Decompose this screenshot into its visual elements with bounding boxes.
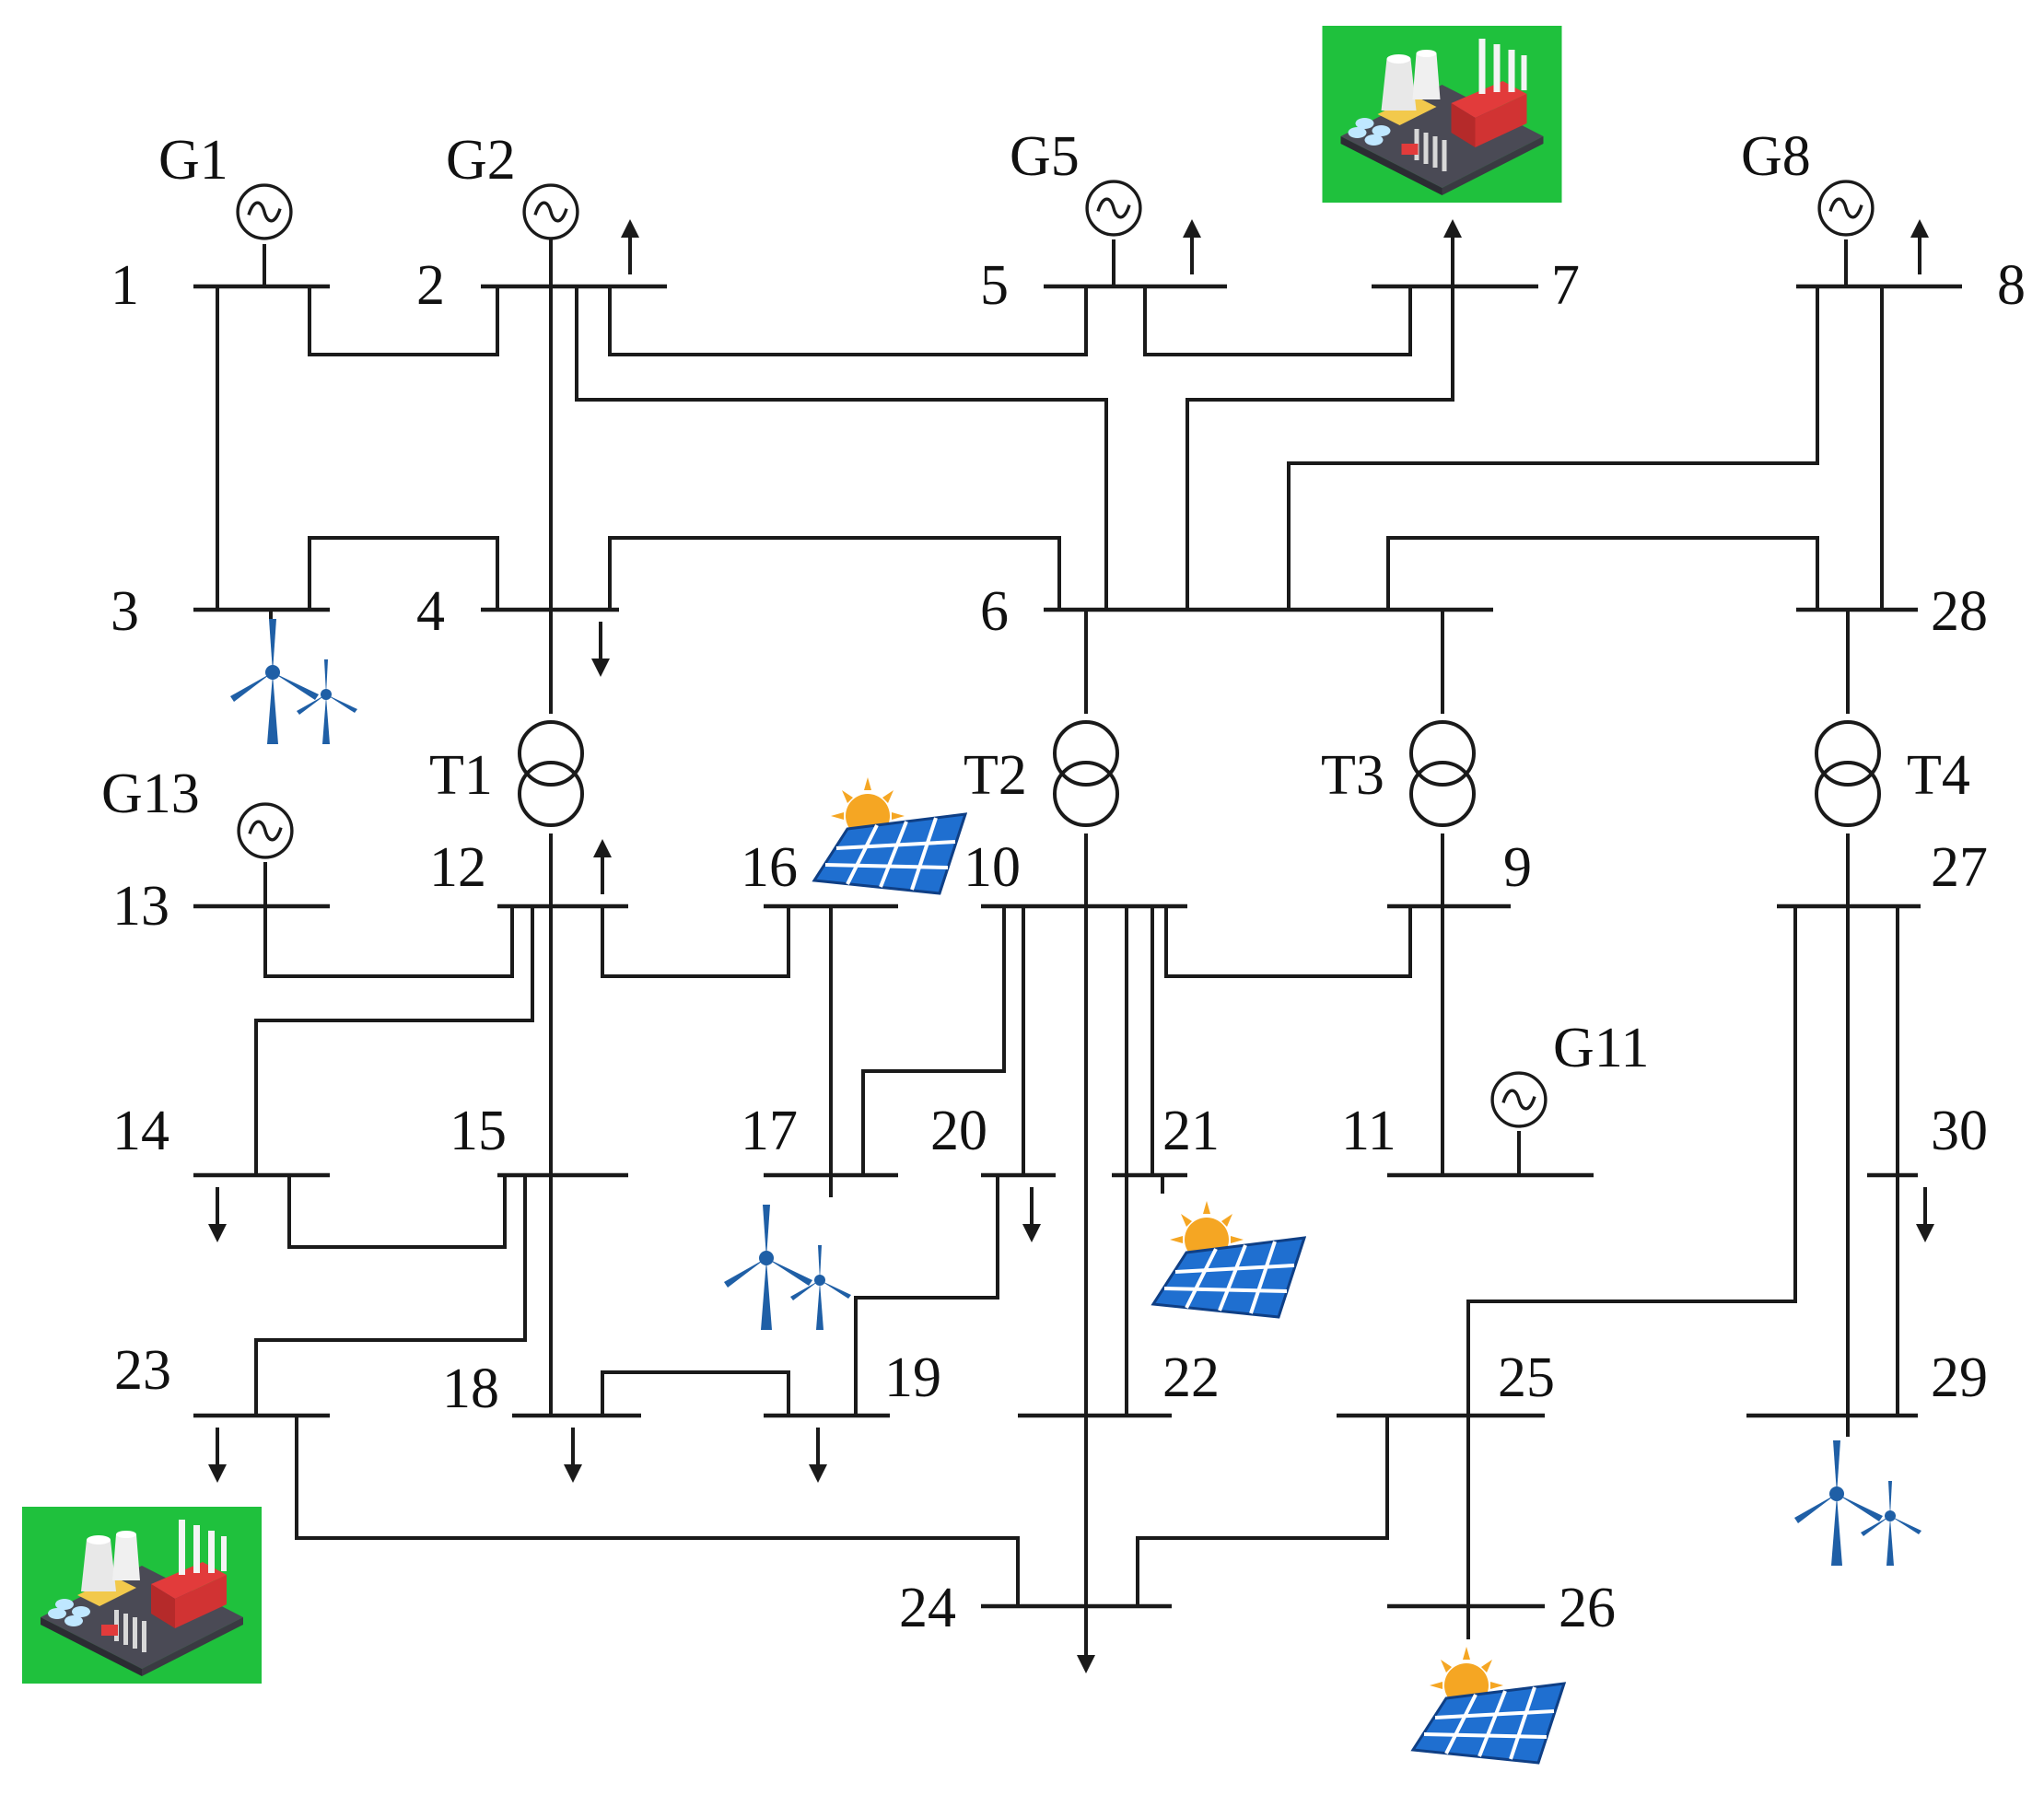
- generator-label-g2: G2: [446, 129, 516, 192]
- load-arrow-20-icon: [1022, 1187, 1041, 1242]
- line-14-15: [287, 1175, 507, 1249]
- generator-label-g11: G11: [1553, 1017, 1649, 1079]
- line-9-10: [1164, 906, 1412, 978]
- bus-label-2: 2: [416, 254, 445, 317]
- wind-turbine-17-icon: [724, 1205, 851, 1330]
- bus-label-9: 9: [1503, 836, 1532, 899]
- line-5-7: [1143, 286, 1412, 356]
- bus-label-12: 12: [429, 836, 486, 899]
- generator-label-g1: G1: [158, 129, 228, 192]
- line-12-16: [601, 906, 790, 978]
- load-arrow-18-icon: [564, 1428, 582, 1483]
- line-10-17: [861, 906, 1006, 1175]
- transformer-label-t4: T4: [1907, 744, 1970, 807]
- bus-label-27: 27: [1931, 836, 1988, 899]
- bus-label-26: 26: [1559, 1577, 1616, 1639]
- bus-label-13: 13: [112, 875, 169, 938]
- load-arrow-2-icon: [621, 219, 639, 274]
- line-2-5: [608, 286, 1088, 356]
- generator-g13-icon: [237, 802, 294, 859]
- load-arrow-24-icon: [1077, 1618, 1095, 1673]
- line-19-20: [854, 1175, 999, 1416]
- line-6-8: [1287, 286, 1819, 610]
- line-18-19: [601, 1370, 790, 1416]
- bus-label-14: 14: [112, 1100, 169, 1162]
- bus-label-28: 28: [1931, 580, 1988, 643]
- generator-g11-icon: [1490, 1071, 1548, 1128]
- generator-g5-icon: [1085, 180, 1142, 237]
- bus-label-15: 15: [450, 1100, 507, 1162]
- thermal-plant-23-icon: [22, 1507, 262, 1684]
- line-1-2: [308, 286, 499, 356]
- generator-label-g8: G8: [1741, 125, 1811, 188]
- line-15-23: [254, 1175, 527, 1416]
- line-12-14: [254, 906, 534, 1175]
- load-arrow-30-icon: [1916, 1187, 1934, 1242]
- bus-label-5: 5: [980, 254, 1009, 317]
- bus-label-3: 3: [111, 580, 139, 643]
- load-arrow-23-icon: [208, 1428, 227, 1483]
- bus-label-1: 1: [111, 254, 139, 317]
- bus-label-4: 4: [416, 580, 445, 643]
- load-arrow-14-icon: [208, 1187, 227, 1242]
- bus-label-7: 7: [1551, 254, 1580, 317]
- load-arrow-4-icon: [591, 622, 610, 677]
- load-arrow-5-icon: [1183, 219, 1201, 274]
- bus-label-25: 25: [1498, 1346, 1555, 1409]
- bus-label-8: 8: [1997, 254, 2026, 317]
- bus-label-18: 18: [442, 1358, 499, 1420]
- thermal-plant-7-icon: [1322, 26, 1562, 203]
- solar-panel-21-icon: [1151, 1199, 1306, 1319]
- wind-turbine-3-icon: [230, 619, 357, 744]
- bus-label-20: 20: [930, 1100, 987, 1162]
- load-arrow-12-icon: [593, 839, 612, 894]
- load-arrow-7-icon: [1443, 219, 1462, 274]
- line-23-24: [295, 1416, 1020, 1606]
- labels: 1 2 3 4 5 6 7 8 9 10 11 12 13 14 15 16 1…: [101, 125, 2026, 1639]
- transformer-t3-icon: [1409, 720, 1476, 827]
- bus-label-17: 17: [741, 1100, 798, 1162]
- generator-label-g13: G13: [101, 763, 200, 825]
- bus-label-19: 19: [884, 1346, 941, 1409]
- line-4-6: [608, 536, 1061, 610]
- transformers: [518, 720, 1881, 827]
- line-6-7: [1186, 230, 1454, 610]
- generator-label-g5: G5: [1010, 125, 1080, 188]
- bus-label-21: 21: [1162, 1100, 1220, 1162]
- solar-panel-16-icon: [812, 775, 967, 895]
- load-arrow-8-icon: [1910, 219, 1929, 274]
- line-24-25: [1136, 1416, 1389, 1606]
- generators: [236, 180, 1875, 1128]
- load-arrow-19-icon: [809, 1428, 827, 1483]
- transformer-t4-icon: [1815, 720, 1881, 827]
- generator-g1-icon: [236, 183, 293, 240]
- transformer-t1-icon: [518, 720, 584, 827]
- loads: [208, 219, 1934, 1673]
- bus-label-11: 11: [1341, 1100, 1396, 1162]
- bus-label-30: 30: [1931, 1100, 1988, 1162]
- bus-label-10: 10: [964, 836, 1021, 899]
- bus-label-29: 29: [1931, 1346, 1988, 1409]
- line-25-27: [1466, 906, 1797, 1416]
- transformer-label-t3: T3: [1321, 744, 1384, 807]
- solar-panel-26-icon: [1411, 1645, 1566, 1765]
- generator-g2-icon: [522, 183, 579, 240]
- line-6-28: [1386, 536, 1819, 610]
- wind-turbine-29-icon: [1794, 1440, 1921, 1566]
- bus-label-6: 6: [980, 580, 1009, 643]
- line-2-6: [575, 286, 1108, 610]
- bus-label-16: 16: [741, 836, 798, 899]
- transformer-label-t2: T2: [964, 744, 1027, 807]
- line-12-13: [263, 906, 514, 978]
- transformer-t2-icon: [1053, 720, 1119, 827]
- bus-label-22: 22: [1162, 1346, 1220, 1409]
- bus-label-24: 24: [899, 1577, 956, 1639]
- generator-g8-icon: [1817, 180, 1875, 237]
- transmission-lines: [216, 214, 1899, 1669]
- transformer-label-t1: T1: [429, 744, 493, 807]
- bus-label-23: 23: [114, 1339, 171, 1402]
- line-3-4: [308, 536, 499, 610]
